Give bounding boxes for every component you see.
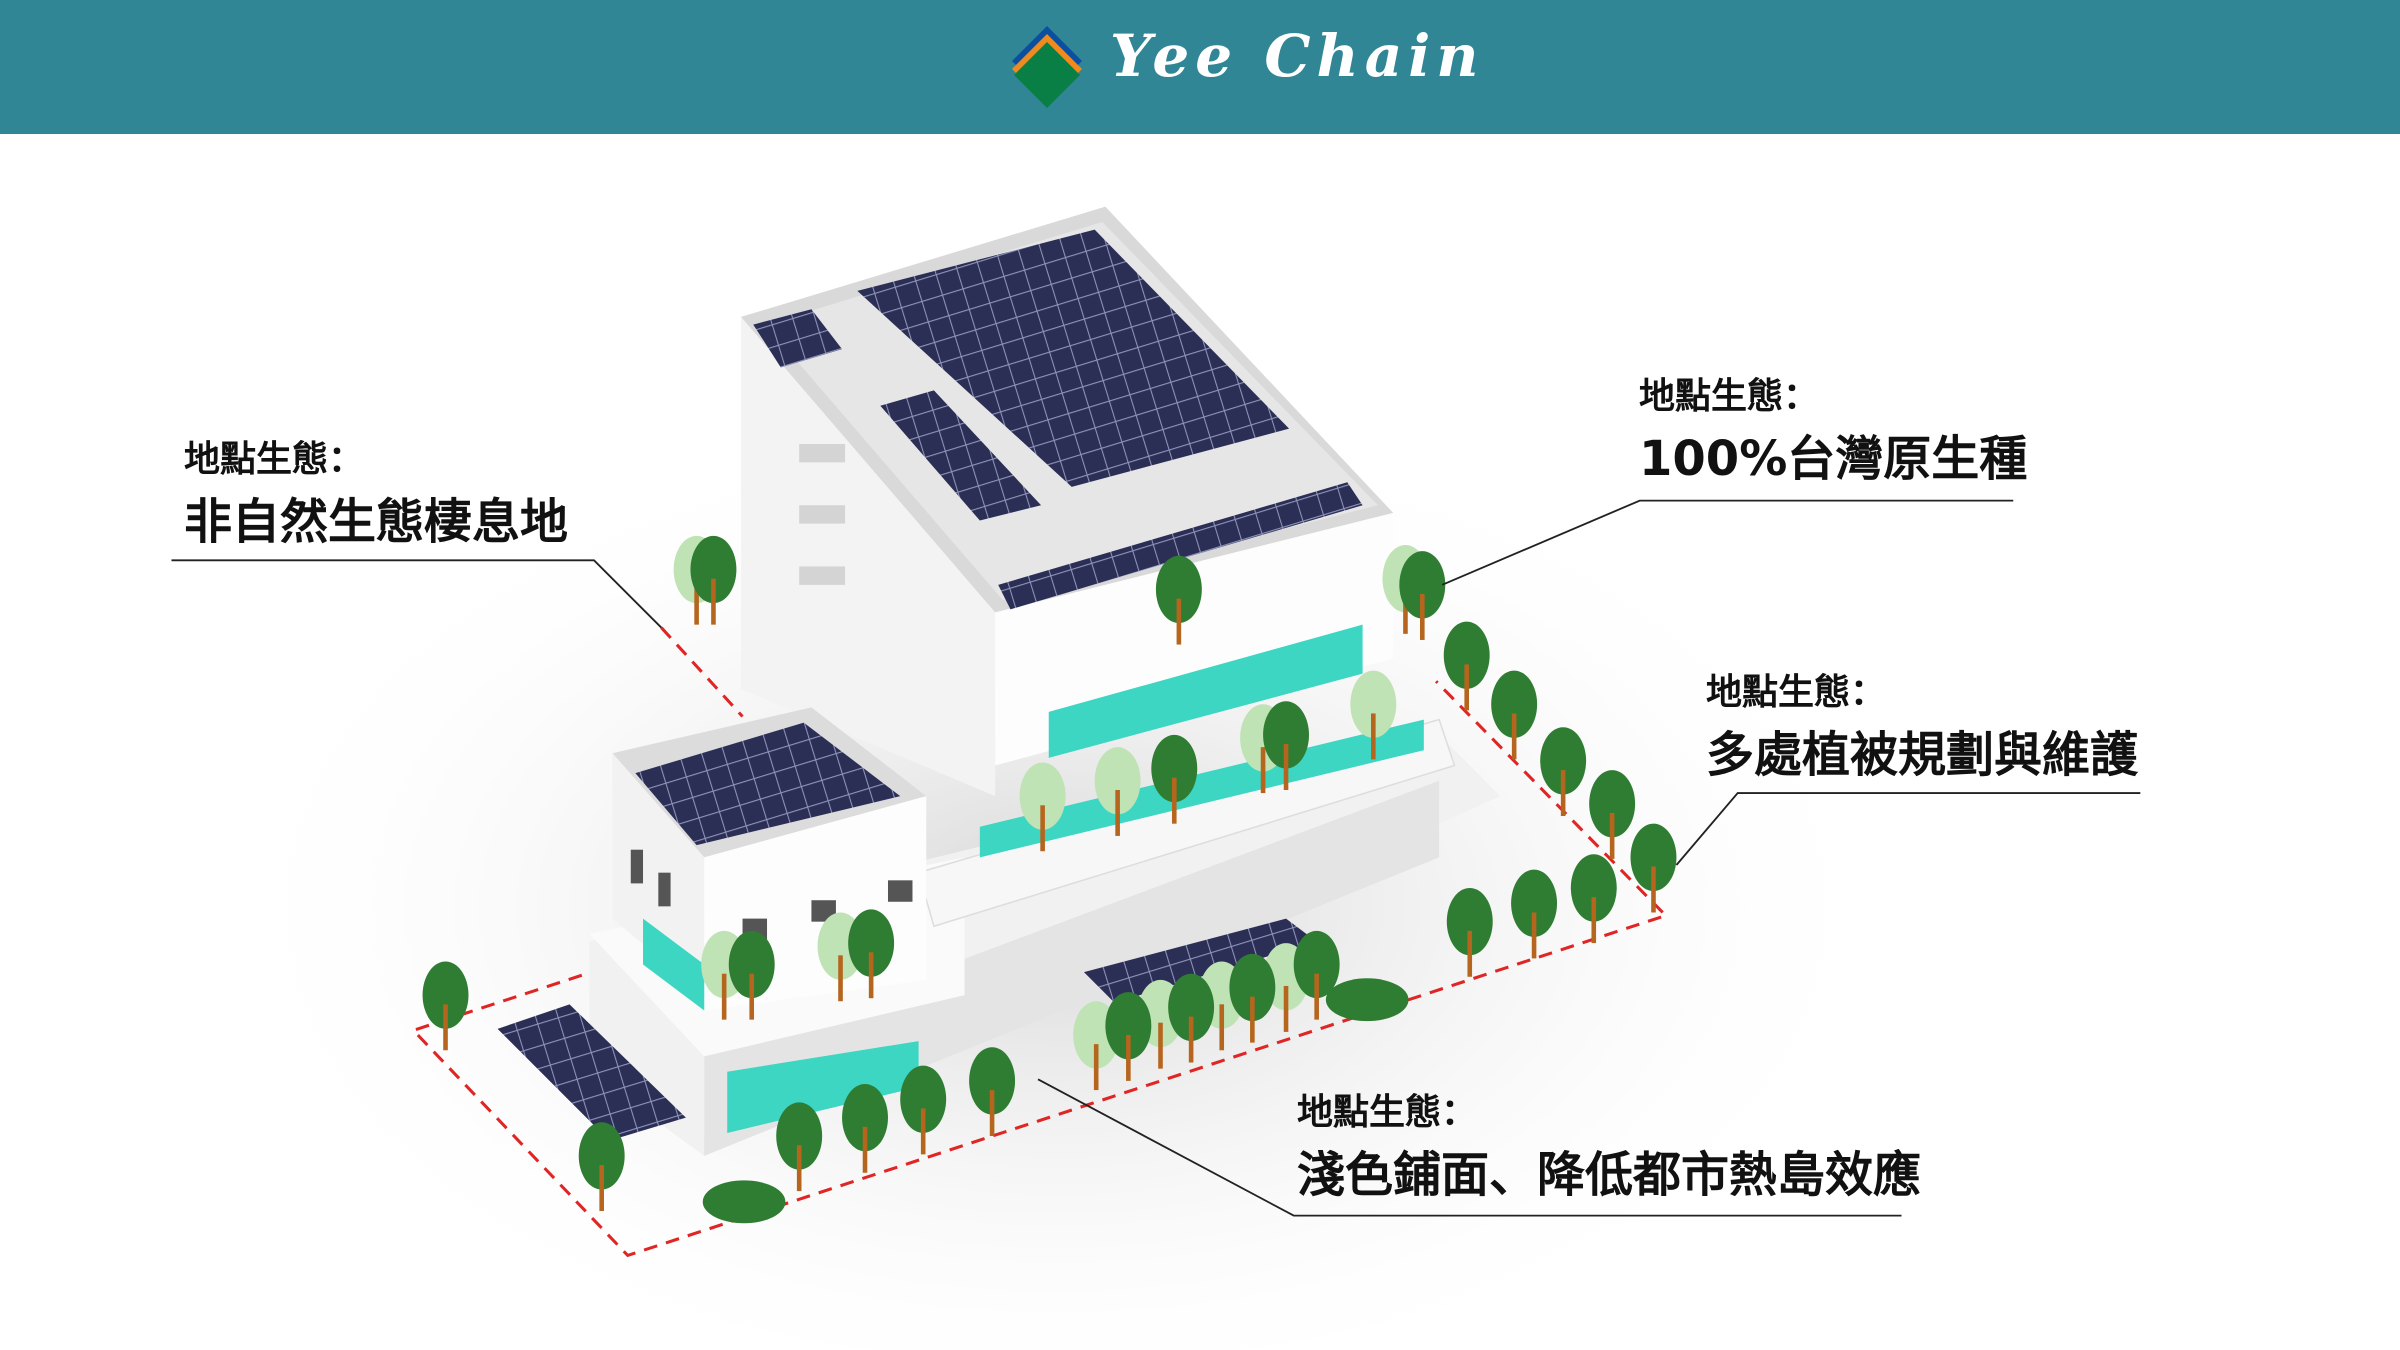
annotation-native-species: 地點生態： 100%台灣原生種 <box>1639 367 2027 489</box>
annotation-text: 淺色鋪面、降低都市熱島效應 <box>1297 1147 1922 1203</box>
yee-chain-logo-icon <box>1012 26 1082 108</box>
annotation-label: 地點生態： <box>1639 376 1820 417</box>
tree-icon <box>1630 823 1677 913</box>
header-bar: Yee Chain <box>0 0 2400 134</box>
tree-icon <box>1399 551 1446 640</box>
leader-lines <box>171 499 2141 1217</box>
tree-icon <box>1446 887 1493 977</box>
tree-icon <box>1491 670 1538 760</box>
tree-icon <box>1540 727 1587 817</box>
tree-icon <box>728 930 775 1020</box>
tree-icon <box>1263 701 1310 790</box>
tree-icon <box>1293 930 1340 1020</box>
tree-icon <box>1229 953 1276 1043</box>
tree-icon <box>1570 854 1617 944</box>
annotation-paving: 地點生態： 淺色鋪面、降低都市熱島效應 <box>1297 1083 1921 1205</box>
tree-icon <box>776 1102 823 1192</box>
annotation-habitat: 地點生態： 非自然生態棲息地 <box>184 430 568 552</box>
tree-icon <box>1155 555 1202 645</box>
tree-icon <box>1151 734 1198 824</box>
annotation-vegetation: 地點生態： 多處植被規劃與維護 <box>1706 663 2138 785</box>
tree-icon <box>1511 869 1558 959</box>
tree-icon <box>578 1122 625 1212</box>
tree-icon <box>969 1047 1016 1137</box>
tree-icon <box>1443 621 1490 711</box>
annotation-label: 地點生態： <box>1297 1092 1478 1133</box>
tree-icon <box>1019 762 1066 852</box>
annotation-label: 地點生態： <box>184 439 365 480</box>
tree-icon <box>422 961 469 1051</box>
brand-name: Yee Chain <box>1110 22 1485 90</box>
tree-icon <box>1589 770 1636 859</box>
tree-icon <box>690 535 737 625</box>
tree-icon <box>848 909 895 999</box>
tree-icon <box>900 1065 947 1155</box>
tree-icon <box>1105 992 1152 1081</box>
annotation-text: 多處植被規劃與維護 <box>1706 727 2139 783</box>
site-boundary <box>410 626 1669 1258</box>
tree-icon <box>842 1083 888 1173</box>
annotation-text: 非自然生態棲息地 <box>184 494 569 550</box>
tree-icon <box>1350 670 1397 760</box>
tree-icon <box>1094 747 1141 836</box>
annotation-text: 100%台灣原生種 <box>1639 431 2028 487</box>
annotation-label: 地點生態： <box>1706 672 1887 713</box>
tree-icon <box>1168 973 1215 1063</box>
